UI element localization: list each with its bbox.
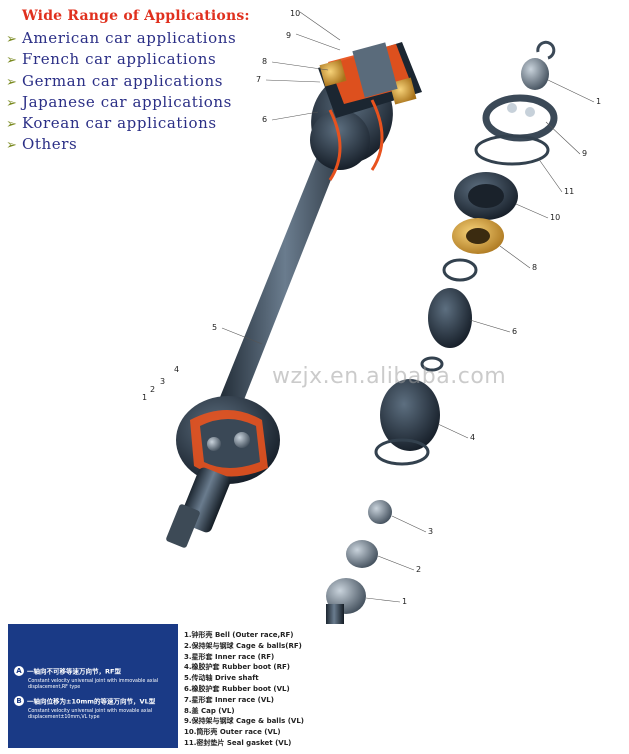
- badge-a: A: [14, 665, 24, 676]
- application-label: Others: [22, 135, 78, 154]
- list-item: 6.橡胶护套 Rubber boot (VL): [184, 684, 290, 693]
- applications-list: ➢American car applications ➢French car a…: [6, 28, 236, 156]
- applications-title: Wide Range of Applications:: [22, 8, 250, 24]
- callout-number: 1: [402, 597, 407, 606]
- watermark: wzjx.en.alibaba.com: [272, 364, 507, 389]
- application-label: German car applications: [22, 71, 224, 90]
- list-item: 10.筒形壳 Outer race (VL): [184, 728, 281, 737]
- callout-number: 9: [286, 31, 291, 40]
- cv-axle-diagram: 10 9 8 7 6 5 4 3 2 1 1 9 11 10 8 6 4 3 2…: [142, 9, 601, 624]
- callout-number: 10: [290, 9, 300, 18]
- list-item: ➢French car applications: [6, 49, 236, 70]
- list-item: 7.星形套 Inner race (VL): [184, 695, 274, 704]
- list-item: ➢German car applications: [6, 71, 236, 92]
- callout-number: 11: [564, 187, 574, 196]
- assembled-vl-joint: [310, 42, 422, 181]
- application-label: American car applications: [22, 29, 237, 47]
- callout-number: 9: [582, 149, 587, 158]
- list-item: ➢ American car applications: [6, 28, 236, 49]
- joint-type-a-desc: Constant velocity universal joint with i…: [28, 679, 159, 690]
- callout-number: 1: [596, 97, 601, 106]
- application-label: Japanese car applications: [22, 92, 232, 111]
- joint-type-b-title: 一轴向位移为±10mm的等速万向节，VL型: [27, 697, 156, 706]
- callout-number: 4: [470, 433, 475, 442]
- list-item: 4.橡胶护套 Rubber boot (RF): [184, 663, 290, 672]
- callout-number: 8: [262, 57, 267, 66]
- callout-number: 3: [428, 527, 433, 536]
- list-item: ➢Korean car applications: [6, 113, 236, 134]
- callout-number: 6: [262, 115, 267, 124]
- list-item: ➢Others: [6, 134, 236, 155]
- callout-number: 6: [512, 327, 517, 336]
- joint-type-b-desc: Constant velocity universal joint with m…: [28, 709, 153, 720]
- arrow-bullet-icon: ➢: [6, 138, 18, 154]
- joint-type-a-title: 一轴向不可移等速万向节，RF型: [27, 667, 121, 676]
- callout-numbers: 10 9 8 7 6 5 4 3 2 1 1 9 11 10 8 6 4 3 2…: [142, 9, 601, 606]
- arrow-bullet-icon: ➢: [6, 74, 18, 90]
- parts-list: 1.钟形壳 Bell (Outer race,RF) 2.保持架与钢球 Cage…: [184, 630, 304, 749]
- list-item: 5.传动轴 Drive shaft: [184, 674, 259, 683]
- callout-number: 1: [142, 393, 147, 402]
- application-label: French car applications: [22, 50, 217, 69]
- application-label: Korean car applications: [22, 114, 217, 133]
- list-item: 9.保持架与钢球 Cage & balls (VL): [184, 717, 304, 726]
- list-item: 8.盖 Cap (VL): [184, 706, 235, 715]
- list-item: 2.保持架与钢球 Cage & balls(RF): [184, 641, 302, 650]
- list-item: 11.密封垫片 Seal gasket (VL): [184, 738, 292, 747]
- arrow-bullet-icon: ➢: [6, 53, 18, 69]
- callout-leader-lines: [221, 11, 595, 603]
- callout-number: 2: [416, 565, 421, 574]
- callout-number: 8: [532, 263, 537, 272]
- arrow-bullet-icon: ➢: [6, 32, 18, 47]
- list-item: 3.星形套 Inner race (RF): [184, 652, 275, 661]
- callout-number: 4: [174, 365, 179, 374]
- badge-b: B: [14, 695, 24, 706]
- callout-number: 5: [212, 323, 217, 332]
- arrow-bullet-icon: ➢: [6, 95, 18, 111]
- callout-number: 2: [150, 385, 155, 394]
- assembled-rf-joint: [166, 396, 280, 548]
- callout-number: 3: [160, 377, 165, 386]
- callout-number: 10: [550, 213, 560, 222]
- list-item: ➢Japanese car applications: [6, 92, 236, 113]
- callout-number: 7: [256, 75, 261, 84]
- arrow-bullet-icon: ➢: [6, 117, 18, 133]
- list-item: 1.钟形壳 Bell (Outer race,RF): [184, 631, 294, 639]
- parts-list-panel: 1.钟形壳 Bell (Outer race,RF) 2.保持架与钢球 Cage…: [178, 624, 618, 748]
- exploded-parts: [326, 40, 558, 624]
